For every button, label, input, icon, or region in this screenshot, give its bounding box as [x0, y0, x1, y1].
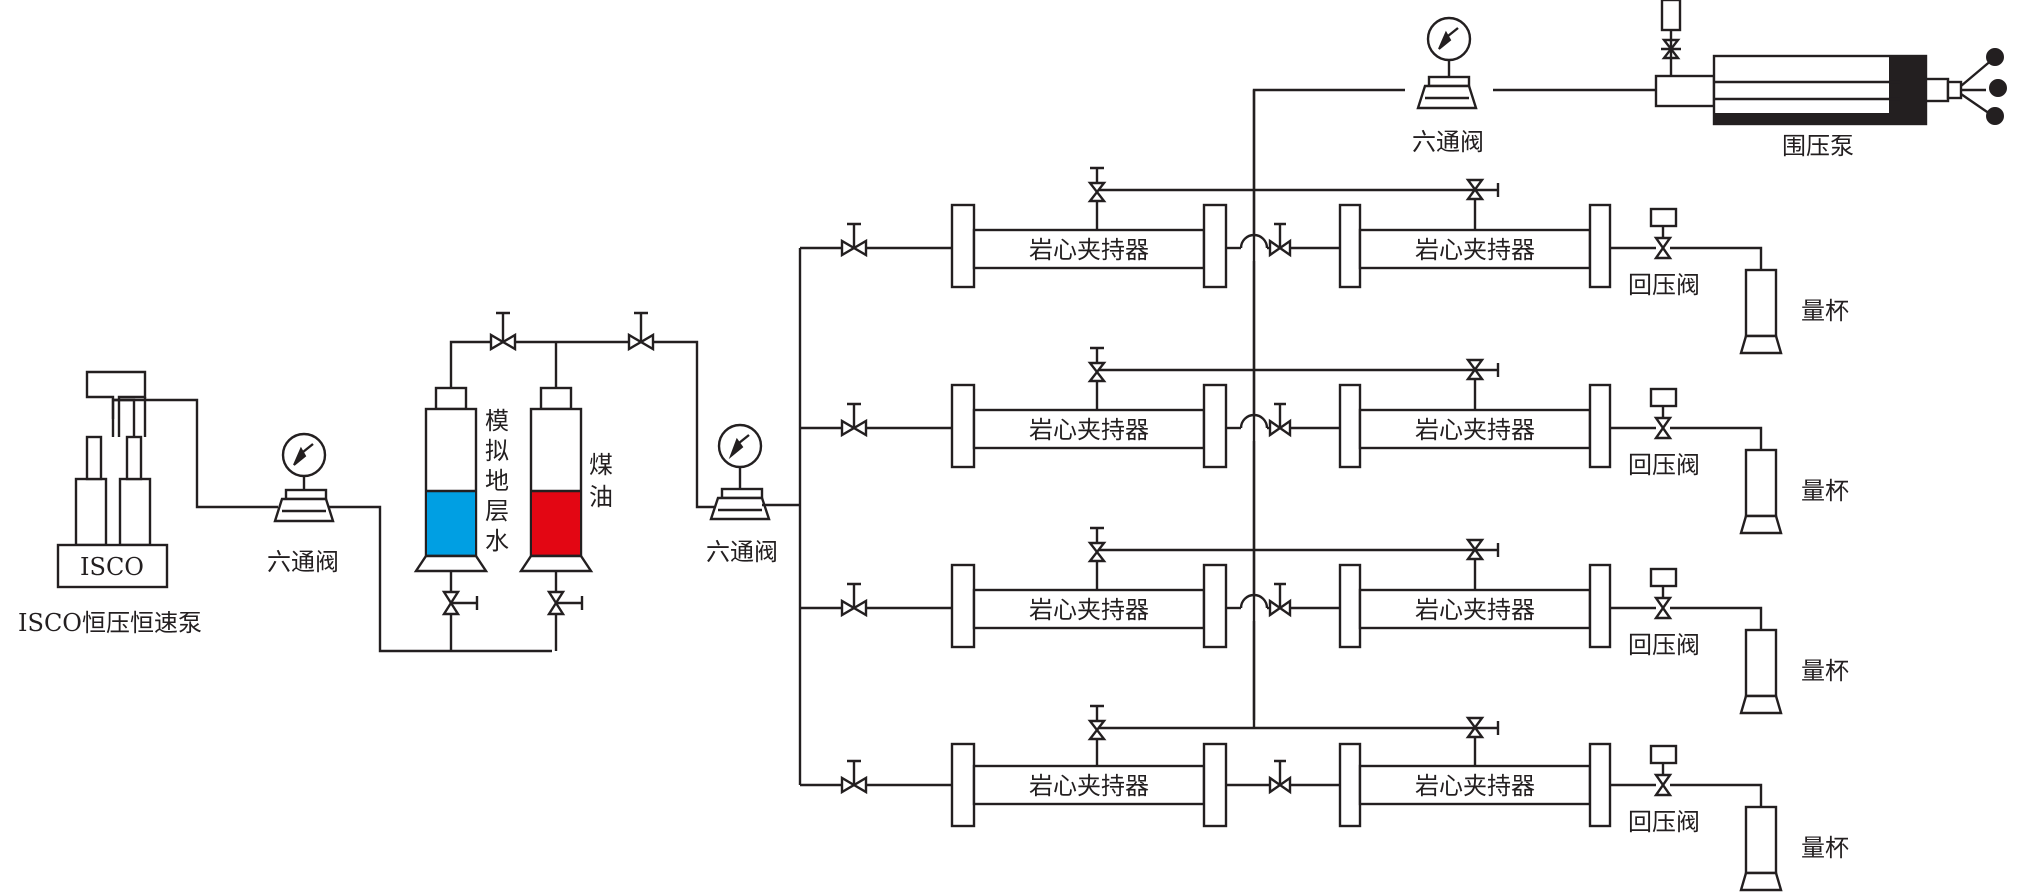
- core-holder-label: 岩心夹持器: [1415, 596, 1535, 624]
- kerosene-vessel: 煤 油: [518, 386, 613, 573]
- formation-water-label-4: 层: [485, 497, 509, 525]
- formation-water-label-2: 拟: [485, 437, 509, 465]
- formation-water-fill: [427, 491, 475, 556]
- core-holder-row-2: 岩心夹持器 岩心夹持器 回压阀 量杯: [800, 346, 1849, 535]
- six-way-valve-label-top: 六通阀: [1412, 128, 1484, 156]
- core-holder-label: 岩心夹持器: [1029, 772, 1149, 800]
- formation-water-label-1: 模: [485, 407, 509, 435]
- bowtie-valve-icon: [1661, 30, 1681, 62]
- core-holder-label: 岩心夹持器: [1029, 236, 1149, 264]
- six-way-valve-icon: 六通阀: [706, 423, 778, 566]
- six-way-valve-icon: 六通阀: [1412, 16, 1484, 156]
- bowtie-valve-icon: [546, 590, 584, 616]
- kerosene-label-2: 油: [589, 483, 613, 511]
- six-way-valve-label-left: 六通阀: [267, 548, 339, 576]
- isco-pump: ISCO ISCO恒压恒速泵: [18, 370, 202, 637]
- isco-pump-label: ISCO恒压恒速泵: [18, 609, 202, 637]
- formation-water-label-5: 水: [485, 527, 509, 555]
- back-pressure-valve-label: 回压阀: [1628, 808, 1700, 836]
- confining-pump: 围压泵: [1654, 0, 2007, 160]
- isco-box-label: ISCO: [80, 553, 144, 581]
- bowtie-valve-icon: [627, 311, 655, 352]
- back-pressure-valve-label: 回压阀: [1628, 451, 1700, 479]
- measuring-cup-label: 量杯: [1801, 477, 1849, 505]
- bowtie-valve-icon: [489, 311, 517, 352]
- measuring-cup-label: 量杯: [1801, 657, 1849, 685]
- bowtie-valve-icon: [441, 590, 479, 616]
- core-holder-label: 岩心夹持器: [1415, 416, 1535, 444]
- core-holder-row-3: 岩心夹持器 岩心夹持器 回压阀 量杯: [800, 526, 1849, 715]
- back-pressure-valve-label: 回压阀: [1628, 271, 1700, 299]
- kerosene-label-1: 煤: [589, 451, 613, 479]
- core-holder-row-1: 岩心夹持器 岩心夹持器 回压阀 量杯: [800, 166, 1849, 355]
- formation-water-vessel: 模 拟 地 层 水: [413, 386, 509, 573]
- core-holder-label: 岩心夹持器: [1415, 236, 1535, 264]
- core-holder-label: 岩心夹持器: [1029, 596, 1149, 624]
- kerosene-fill: [532, 491, 580, 556]
- formation-water-label-3: 地: [485, 467, 509, 495]
- core-holder-label: 岩心夹持器: [1029, 416, 1149, 444]
- six-way-valve-label-middle: 六通阀: [706, 538, 778, 566]
- confining-pump-label: 围压泵: [1782, 132, 1854, 160]
- back-pressure-valve-label: 回压阀: [1628, 631, 1700, 659]
- core-holder-row-4: 岩心夹持器 岩心夹持器 回压阀 量杯: [800, 704, 1849, 892]
- measuring-cup-label: 量杯: [1801, 834, 1849, 862]
- measuring-cup-label: 量杯: [1801, 297, 1849, 325]
- six-way-valve-icon: 六通阀: [267, 432, 339, 576]
- core-holder-label: 岩心夹持器: [1415, 772, 1535, 800]
